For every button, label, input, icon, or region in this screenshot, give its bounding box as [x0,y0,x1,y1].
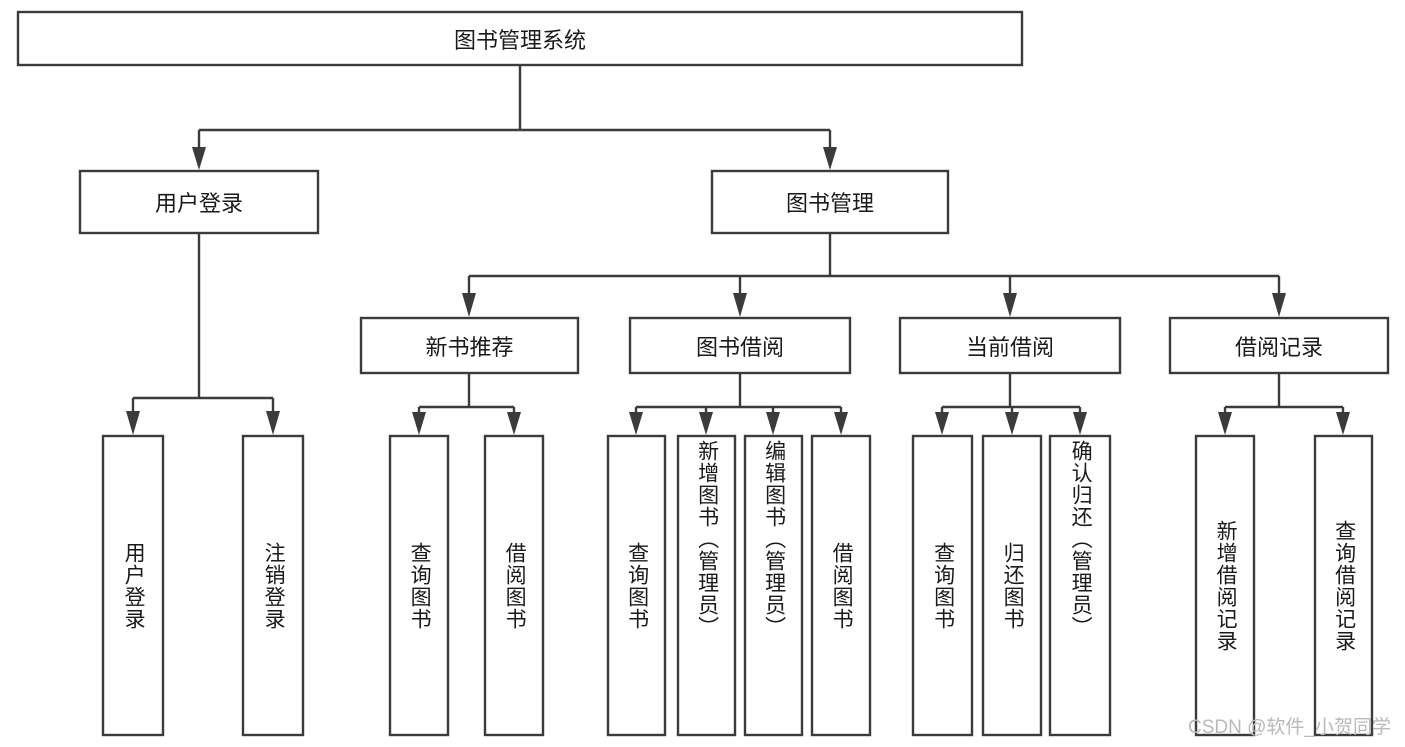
arrow-head-current-borrow [1003,293,1017,317]
arrow-head-newbook-query [412,412,426,435]
leaf-user-login[interactable] [101,434,165,737]
node-book-management[interactable] [710,169,950,235]
csdn-watermark: CSDN @软件_小贺同学 [1188,717,1391,738]
arrow-head-bb-borrow [834,412,848,435]
arrow-head-br-add [1218,412,1232,435]
arrow-head-borrow-record [1272,293,1286,317]
arrow-head-newbook-borrow [507,412,521,435]
node-new-book-recommend[interactable] [359,316,580,375]
arrow-head-bb-edit [766,412,780,435]
node-user-login[interactable] [78,169,320,235]
arrow-head-book-borrow [733,293,747,317]
arrow-head-user-login [192,147,206,170]
leaf-bb-query-book[interactable] [606,434,667,737]
leaf-bb-add-book-admin[interactable] [676,434,737,737]
arrow-head-new-book [462,293,476,317]
edges-bookborrow-to-leaves [629,373,848,435]
edges-borrowrecord-to-leaves [1218,373,1350,435]
leaf-cb-confirm-return-admin[interactable] [1048,434,1112,737]
leaf-newbook-borrow-book[interactable] [483,434,545,737]
node-borrow-record[interactable] [1168,316,1390,375]
edges-root-to-level2 [192,65,837,170]
leaf-br-query-record[interactable] [1313,434,1374,737]
arrow-head-bb-query [629,412,643,435]
leaf-bb-borrow-book[interactable] [810,434,872,737]
leaf-newbook-query-book[interactable] [388,434,450,737]
arrow-head-book-mgmt [823,147,837,170]
leaf-cb-return-book[interactable] [981,434,1043,737]
node-book-borrow[interactable] [628,316,852,375]
edges-userlogin-to-leaves [126,233,280,435]
leaf-br-add-record[interactable] [1194,434,1256,737]
edges-currentborrow-to-leaves [935,373,1087,435]
arrow-head-cb-return [1005,412,1019,435]
leaf-bb-edit-book-admin[interactable] [743,434,804,737]
arrow-head-leaf-user-login [126,411,140,435]
node-root-book-management-system[interactable] [16,10,1024,67]
edges-bookmgmt-to-level3 [462,233,1286,317]
arrow-head-bb-add [699,412,713,435]
arrow-head-leaf-logout [266,411,280,435]
leaf-logout[interactable] [241,434,305,737]
arrow-head-cb-query [935,412,949,435]
node-current-borrow[interactable] [898,316,1122,375]
leaf-cb-query-book[interactable] [911,434,974,737]
edges-newbook-to-leaves [412,373,521,435]
arrow-head-br-query [1336,412,1350,435]
arrow-head-cb-confirm [1073,412,1087,435]
